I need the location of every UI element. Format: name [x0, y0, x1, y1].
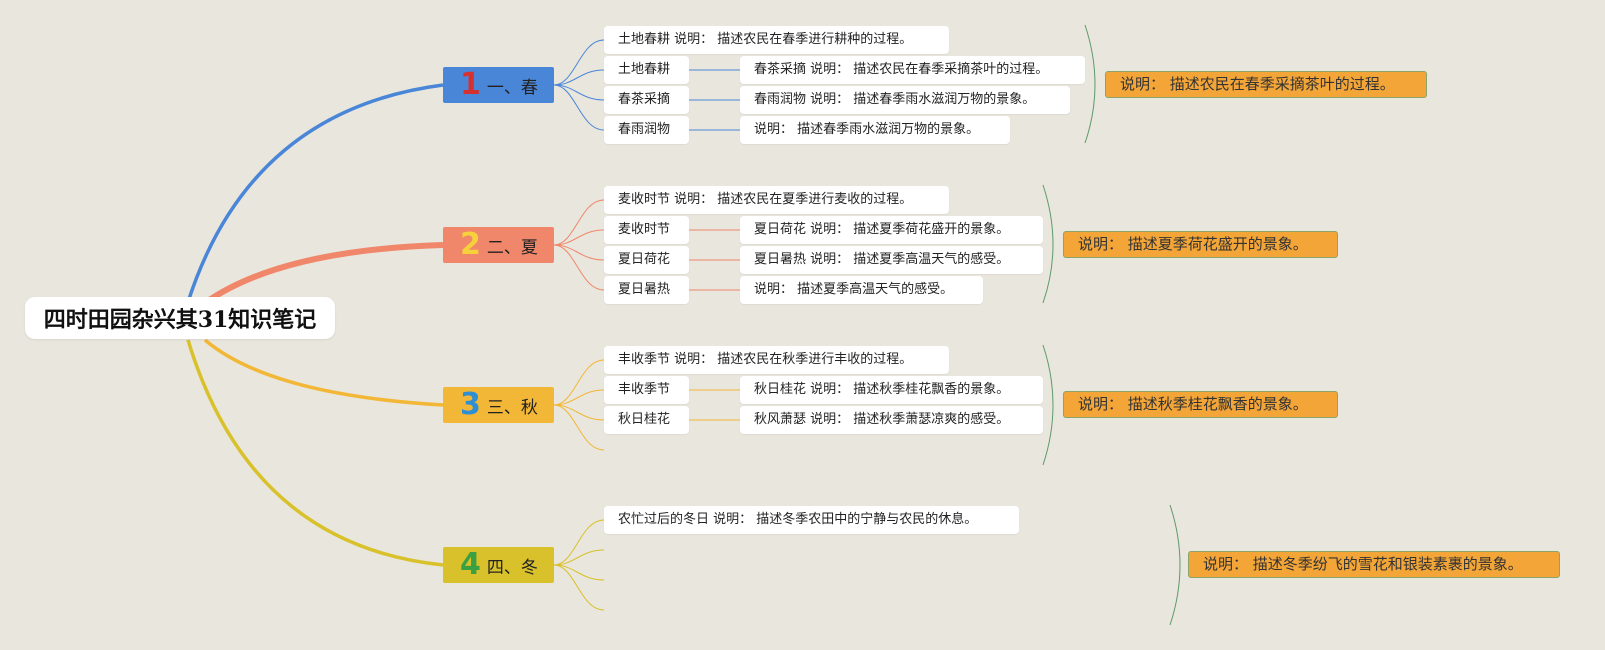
group-bracket	[1042, 184, 1054, 304]
fan-line	[553, 359, 605, 406]
group-bracket	[1169, 504, 1181, 626]
season-note[interactable]: 说明： 描述农民在春季采摘茶叶的过程。	[1105, 71, 1427, 98]
topic-item[interactable]: 秋日桂花	[604, 406, 689, 434]
fan-line	[553, 84, 605, 131]
fan-line	[553, 404, 605, 451]
season-label: 三、秋	[486, 397, 538, 418]
season-note[interactable]: 说明： 描述冬季纷飞的雪花和银装素裹的景象。	[1188, 551, 1560, 578]
topic-item[interactable]: 夏日荷花	[604, 246, 689, 274]
topic-detail[interactable]: 说明： 描述夏季高温天气的感受。	[740, 276, 983, 304]
season-label: 四、冬	[486, 557, 538, 578]
topic-detail[interactable]: 夏日暑热 说明： 描述夏季高温天气的感受。	[740, 246, 1043, 274]
topic-detail[interactable]: 说明： 描述春季雨水滋润万物的景象。	[740, 116, 1010, 144]
season-node-summer[interactable]: 2 二、夏	[443, 227, 554, 263]
branch-summer	[203, 242, 444, 306]
group-bracket	[1084, 24, 1096, 144]
group-bracket	[1042, 344, 1054, 466]
root-title: 四时田园杂兴其31知识笔记	[43, 307, 317, 333]
topic-item[interactable]: 土地春耕	[604, 56, 689, 84]
season-number: 3	[460, 387, 481, 422]
topic-item[interactable]: 麦收时节	[604, 216, 689, 244]
fan-line	[553, 564, 605, 611]
topic-item[interactable]: 夏日暑热	[604, 276, 689, 304]
season-node-spring[interactable]: 1 一、春	[443, 67, 554, 103]
season-label: 一、春	[486, 77, 538, 98]
season-label: 二、夏	[486, 237, 538, 258]
topic-detail[interactable]: 秋日桂花 说明： 描述秋季桂花飘香的景象。	[740, 376, 1043, 404]
branch-autumn	[203, 338, 444, 407]
fan-line	[553, 199, 605, 246]
season-note[interactable]: 说明： 描述夏季荷花盛开的景象。	[1063, 231, 1338, 258]
topic-item[interactable]: 丰收季节	[604, 376, 689, 404]
root-node[interactable]: 四时田园杂兴其31知识笔记	[25, 297, 335, 339]
season-number: 1	[460, 67, 481, 102]
topic-item[interactable]: 春茶采摘	[604, 86, 689, 114]
topic-detail[interactable]: 春雨润物 说明： 描述春季雨水滋润万物的景象。	[740, 86, 1070, 114]
fan-line	[553, 389, 605, 406]
season-summary[interactable]: 农忙过后的冬日 说明： 描述冬季农田中的宁静与农民的休息。	[604, 506, 1019, 534]
topic-item[interactable]: 春雨润物	[604, 116, 689, 144]
season-summary[interactable]: 土地春耕 说明： 描述农民在春季进行耕种的过程。	[604, 26, 949, 54]
fan-line	[553, 549, 605, 566]
season-note[interactable]: 说明： 描述秋季桂花飘香的景象。	[1063, 391, 1338, 418]
branch-winter	[186, 339, 444, 567]
fan-line	[553, 519, 605, 566]
topic-detail[interactable]: 春茶采摘 说明： 描述农民在春季采摘茶叶的过程。	[740, 56, 1085, 84]
season-number: 2	[460, 227, 481, 262]
branch-spring	[186, 83, 444, 303]
fan-line	[553, 69, 605, 86]
fan-line	[553, 229, 605, 246]
season-node-autumn[interactable]: 3 三、秋	[443, 387, 554, 423]
season-summary[interactable]: 麦收时节 说明： 描述农民在夏季进行麦收的过程。	[604, 186, 949, 214]
season-node-winter[interactable]: 4 四、冬	[443, 547, 554, 583]
fan-line	[553, 39, 605, 86]
season-summary[interactable]: 丰收季节 说明： 描述农民在秋季进行丰收的过程。	[604, 346, 949, 374]
topic-detail[interactable]: 夏日荷花 说明： 描述夏季荷花盛开的景象。	[740, 216, 1043, 244]
fan-line	[553, 244, 605, 291]
season-number: 4	[460, 547, 481, 582]
topic-detail[interactable]: 秋风萧瑟 说明： 描述秋季萧瑟凉爽的感受。	[740, 406, 1043, 434]
